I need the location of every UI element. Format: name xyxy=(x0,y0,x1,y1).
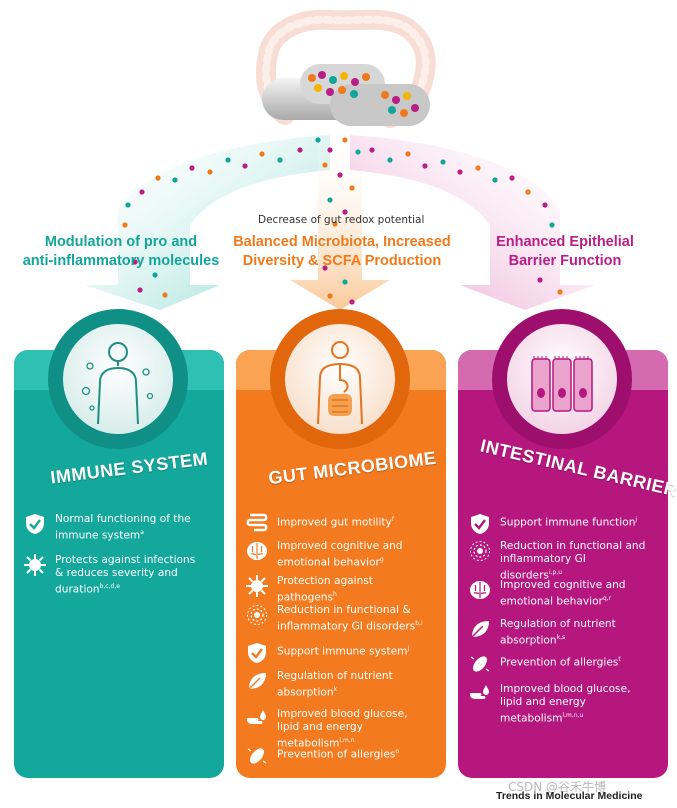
arrow-orange xyxy=(290,140,390,310)
gut-item-8: Prevention of allergieso xyxy=(246,745,427,767)
shield-check-icon xyxy=(24,513,46,535)
barrier-item-4: Regulation of nutrient absorptionk,s xyxy=(469,618,650,648)
gut-item-3: Protection against pathogensh xyxy=(246,575,427,605)
hand-drop-icon xyxy=(469,683,491,705)
gut-item-7: Improved blood glucose, lipid and energy… xyxy=(246,708,427,751)
pain-radiating-icon xyxy=(246,604,268,626)
virus-burst-icon xyxy=(246,575,268,597)
virus-burst-icon xyxy=(24,554,46,576)
shield-check-icon xyxy=(469,513,491,535)
arrow-title-gut: Balanced Microbiota, Increased Diversity… xyxy=(233,234,451,269)
gut-item-6: Regulation of nutrient absorptionk xyxy=(246,670,427,700)
digestive-system-icon xyxy=(317,341,363,425)
brain-icon xyxy=(246,540,268,562)
top-illustration xyxy=(85,9,595,310)
gut-item-5: Support immune systemj xyxy=(246,642,427,664)
intestine-icon xyxy=(246,513,268,535)
arrow-title-barrier: Enhanced Epithelial Barrier Function xyxy=(496,234,634,269)
gut-item-2: Improved cognitive and emotional behavio… xyxy=(246,540,427,570)
gut-item-4: Reduction in functional & inflammatory G… xyxy=(246,604,427,634)
arrow-pink xyxy=(350,135,595,310)
watermark: CSDN @谷禾牛博 xyxy=(508,780,607,794)
leaf-icon xyxy=(246,670,268,692)
epithelial-cells-icon xyxy=(531,356,593,412)
barrier-item-2: Reduction in functional and inflammatory… xyxy=(469,540,650,583)
arrow-teal xyxy=(85,135,330,310)
barrier-item-6: Improved blood glucose, lipid and energy… xyxy=(469,683,650,726)
capsules-icon xyxy=(262,64,430,126)
pain-radiating-icon xyxy=(469,540,491,562)
redox-label: Decrease of gut redox potential xyxy=(258,214,425,226)
barrier-item-5: Prevention of allergiest xyxy=(469,653,650,675)
bacteria-icon xyxy=(246,745,268,767)
human-body-icon xyxy=(81,342,154,425)
hand-drop-icon xyxy=(246,708,268,730)
journal-credit: Trends in Molecular Medicine xyxy=(496,790,643,802)
bacteria-icon xyxy=(469,653,491,675)
barrier-item-3: Improved cognitive and emotional behavio… xyxy=(469,579,650,609)
leaf-icon xyxy=(469,618,491,640)
barrier-item-1: Support immune functionj xyxy=(469,513,650,535)
immune-item-1: Normal functioning of the immune systema xyxy=(24,513,205,543)
arrow-title-immune: Modulation of pro and anti-inflammatory … xyxy=(22,234,220,269)
bacteria-dots xyxy=(122,137,563,305)
gut-item-1: Improved gut motilityf xyxy=(246,513,427,535)
brain-icon xyxy=(469,579,491,601)
immune-item-2: Protects against infections & reduces se… xyxy=(24,554,205,597)
shield-check-icon xyxy=(246,642,268,664)
